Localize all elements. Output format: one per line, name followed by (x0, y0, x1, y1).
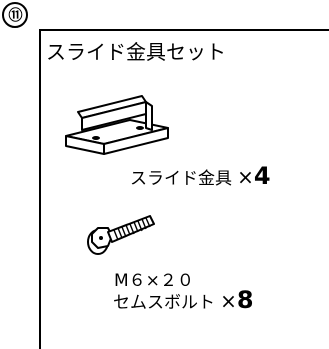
part-number-badge: ⑪ (2, 2, 28, 28)
bracket-name: スライド金具 (130, 169, 232, 189)
bracket-times: × (237, 165, 254, 189)
bolt-spec: M６×２０ (114, 271, 194, 291)
bolt-times: × (220, 289, 237, 313)
bolt-qty: 8 (236, 286, 254, 314)
kit-frame (39, 29, 329, 349)
kit-title: スライド金具セット (46, 40, 226, 64)
bracket-line: スライド金具 ×4 (130, 162, 271, 190)
bracket-qty: 4 (253, 162, 271, 190)
sems-bolt-illustration (87, 215, 155, 255)
bolt-line: セムスボルト ×8 (113, 286, 254, 314)
bolt-name: セムスボルト (113, 293, 215, 313)
slide-bracket-illustration (65, 95, 169, 155)
